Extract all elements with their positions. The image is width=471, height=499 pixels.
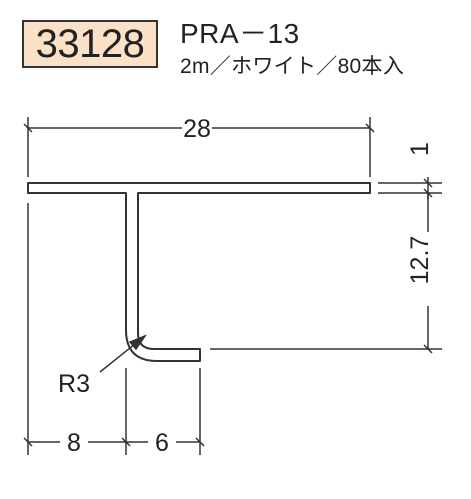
radius-leader xyxy=(99,334,148,373)
right-extension-lines xyxy=(210,182,442,350)
height-label: 12.7 xyxy=(406,236,434,285)
radius-label: R3 xyxy=(58,370,90,398)
product-spec: 2m／ホワイト／80本入 xyxy=(180,55,405,78)
profile-outline xyxy=(27,182,371,362)
model-number: PRA－13 xyxy=(180,18,300,49)
foot-length-label: 6 xyxy=(155,429,169,457)
product-code: 33128 xyxy=(35,22,145,66)
width-label: 28 xyxy=(183,115,211,143)
thickness-label: 1 xyxy=(406,142,434,156)
product-code-badge: 33128 xyxy=(22,20,158,68)
bottom-dimensions xyxy=(23,203,205,455)
offset-label: 8 xyxy=(67,429,81,457)
width-dimension xyxy=(23,117,375,177)
height-dimension xyxy=(423,193,433,354)
